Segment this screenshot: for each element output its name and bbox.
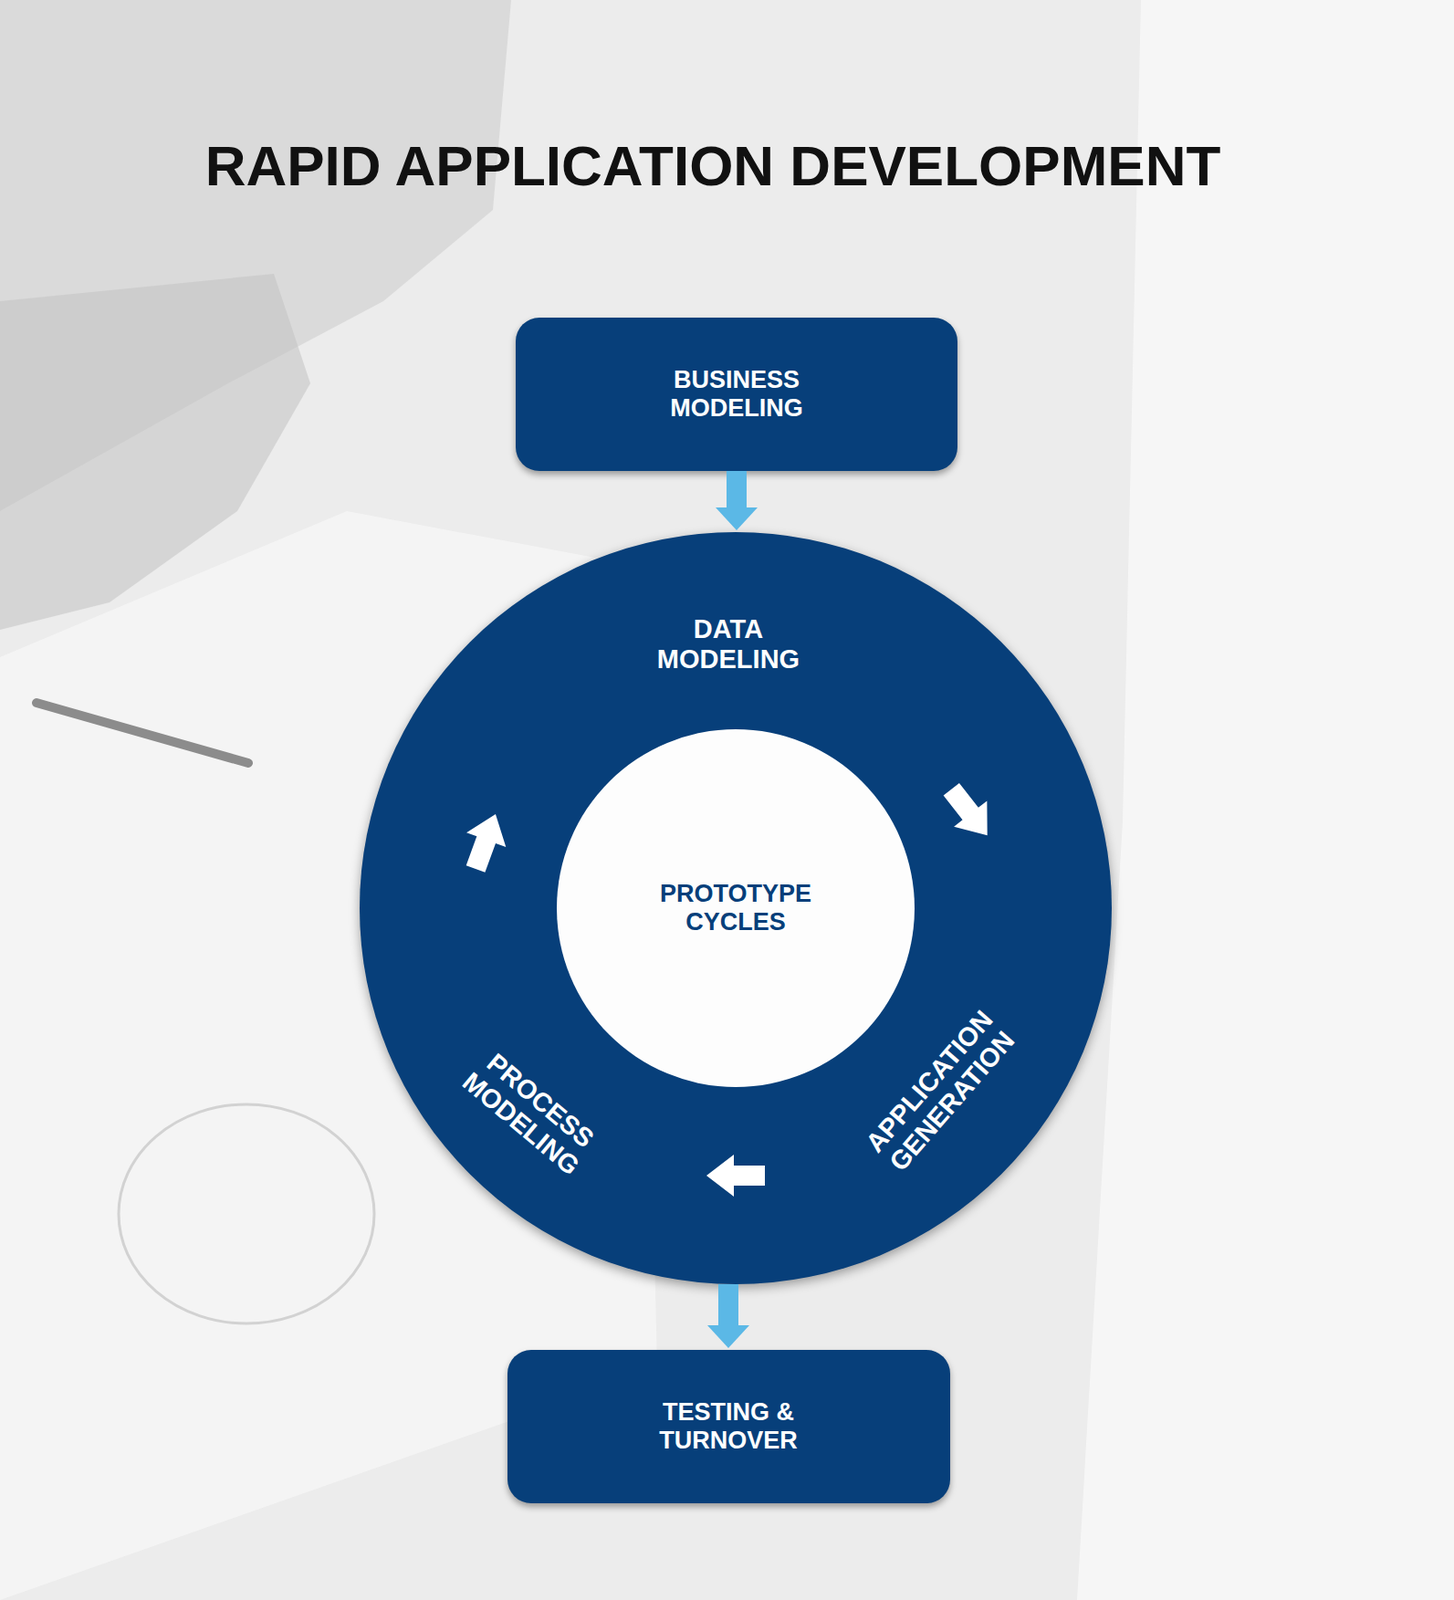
figure-shape (1077, 0, 1454, 1600)
flow-arrow (726, 470, 747, 508)
text-slot: BUSINESS MODELING (669, 366, 803, 423)
phase-label: DATA MODELING (657, 614, 800, 676)
pencil-shape (36, 702, 249, 764)
process-box: BUSINESS MODELING (515, 317, 958, 471)
center-label: PROTOTYPE CYCLES (659, 879, 812, 937)
process-box: TESTING & TURNOVER (507, 1349, 951, 1504)
diagram-title: RAPID APPLICATION DEVELOPMENT (205, 134, 1222, 198)
text-slot: PROTOTYPE CYCLES (659, 879, 812, 937)
box-label: BUSINESS MODELING (669, 366, 803, 423)
title-area: RAPID APPLICATION DEVELOPMENT (0, 133, 1426, 199)
cycle-ring: DATA MODELINGAPPLICATION GENERATIONPROCE… (359, 532, 1112, 1285)
center-disc (556, 729, 915, 1088)
cycle-center: PROTOTYPE CYCLES (556, 729, 915, 1088)
text-slot: TESTING & TURNOVER (649, 1398, 807, 1455)
flow-arrow (718, 1284, 739, 1326)
ring-disc (359, 532, 1112, 1285)
box-label: TESTING & TURNOVER (649, 1398, 807, 1455)
sketch-circle (118, 1104, 375, 1324)
